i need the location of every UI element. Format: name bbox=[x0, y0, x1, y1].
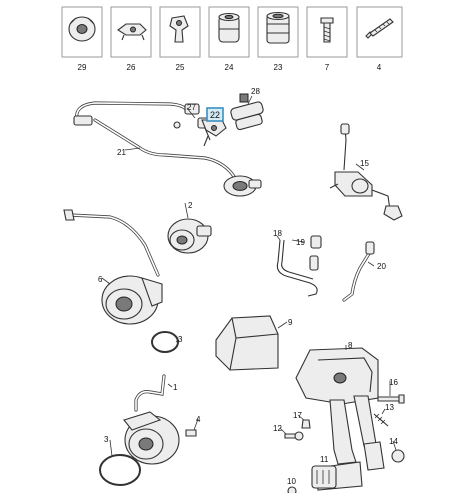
thumb-4[interactable] bbox=[356, 6, 403, 58]
thumb-label-7: 7 bbox=[325, 63, 330, 72]
slave-cylinder-6 bbox=[101, 275, 163, 325]
bracket-clip-icon bbox=[169, 15, 189, 43]
pedal-cover-9 bbox=[215, 315, 279, 371]
callout-20: 20 bbox=[377, 262, 386, 271]
o-ring-3-upper bbox=[151, 331, 179, 353]
callout-4-lower: 4 bbox=[196, 415, 201, 424]
callout-3-lower: 3 bbox=[104, 435, 109, 444]
callout-21: 21 bbox=[117, 148, 126, 157]
thumb-23[interactable] bbox=[257, 6, 299, 58]
screw-icon bbox=[365, 18, 394, 39]
pipe-20 bbox=[342, 241, 375, 302]
slave-cylinder-1 bbox=[123, 374, 180, 465]
pedal-pad-11 bbox=[311, 465, 337, 489]
stop-17 bbox=[301, 419, 311, 429]
pedal-assembly-8 bbox=[295, 347, 385, 491]
washer-10 bbox=[287, 486, 297, 493]
callout-22-highlight[interactable]: 22 bbox=[206, 107, 224, 122]
nut-14 bbox=[391, 449, 405, 463]
bearing-sleeve-icon bbox=[68, 16, 96, 42]
pipe-line-2 bbox=[63, 209, 160, 277]
release-bearing-top bbox=[223, 175, 262, 197]
spring-13 bbox=[373, 413, 389, 427]
callout-3-upper: 3 bbox=[178, 335, 183, 344]
bolt-16 bbox=[377, 394, 405, 404]
thumb-label-24: 24 bbox=[225, 63, 234, 72]
cylinder-seal-icon bbox=[266, 11, 290, 44]
bolt-4-lower bbox=[185, 429, 197, 437]
slave-cylinder-2 bbox=[167, 218, 212, 254]
callout-8: 8 bbox=[348, 341, 353, 350]
thumb-29[interactable] bbox=[61, 6, 103, 58]
thumb-label-23: 23 bbox=[274, 63, 283, 72]
callout-2: 2 bbox=[188, 201, 193, 210]
callout-27: 27 bbox=[187, 103, 196, 112]
callout-13: 13 bbox=[385, 403, 394, 412]
callout-11: 11 bbox=[320, 455, 329, 464]
thumb-label-29: 29 bbox=[78, 63, 87, 72]
thumb-7[interactable] bbox=[306, 6, 348, 58]
callout-17: 17 bbox=[293, 411, 302, 420]
leader-lines bbox=[101, 95, 397, 457]
callout-10: 10 bbox=[287, 477, 296, 486]
callout-1: 1 bbox=[173, 383, 178, 392]
quick-connector-22[interactable] bbox=[201, 119, 227, 147]
callout-19: 19 bbox=[296, 238, 305, 247]
thumb-26[interactable] bbox=[110, 6, 152, 58]
hydraulic-line-21 bbox=[73, 101, 237, 180]
clip-12 bbox=[284, 431, 304, 441]
thumb-25[interactable] bbox=[159, 6, 201, 58]
thumbnail-row bbox=[61, 6, 403, 58]
callout-9: 9 bbox=[288, 318, 293, 327]
callout-16: 16 bbox=[389, 378, 398, 387]
callout-14: 14 bbox=[389, 437, 398, 446]
callout-18: 18 bbox=[273, 229, 282, 238]
thumb-label-25: 25 bbox=[176, 63, 185, 72]
clip-icon bbox=[117, 23, 147, 41]
thumb-24[interactable] bbox=[208, 6, 250, 58]
thumb-label-26: 26 bbox=[127, 63, 136, 72]
callout-28: 28 bbox=[251, 87, 260, 96]
callout-15: 15 bbox=[360, 159, 369, 168]
pipe-18 bbox=[276, 239, 318, 297]
thumb-label-4: 4 bbox=[377, 63, 382, 72]
fitting-19 bbox=[309, 235, 322, 271]
connector-28 bbox=[230, 93, 264, 131]
bolt-icon bbox=[320, 17, 334, 43]
grommet-icon bbox=[218, 12, 240, 43]
callout-22: 22 bbox=[210, 110, 220, 120]
o-ring-3-lower bbox=[99, 454, 141, 486]
master-cylinder-15 bbox=[329, 123, 403, 221]
callout-12: 12 bbox=[273, 424, 282, 433]
callout-6: 6 bbox=[98, 275, 103, 284]
